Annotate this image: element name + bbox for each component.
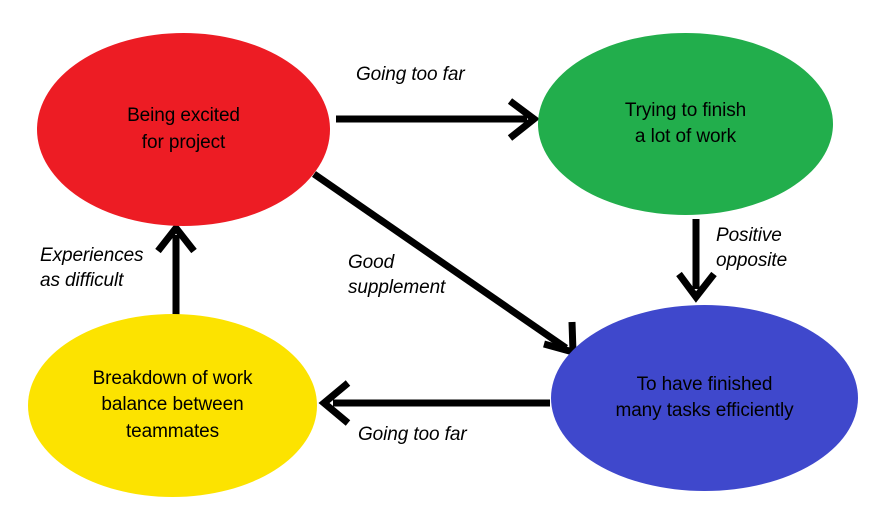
node-label-red: Being excited for project <box>127 105 240 153</box>
arrow-red-to-green <box>336 98 540 141</box>
node-breakdown-of-work[interactable]: Breakdown of work balance between teamma… <box>28 314 317 497</box>
edge-label-green-to-blue: Positive opposite <box>716 225 788 272</box>
edge-label-yellow-to-red: Experiences as difficult <box>40 245 144 292</box>
node-to-have-finished[interactable]: To have finished many tasks efficiently <box>551 305 858 491</box>
arrow-green-to-blue <box>676 219 717 303</box>
node-label-green: Trying to finish a lot of work <box>624 99 747 147</box>
edge-label-blue-to-yellow: Going too far <box>358 424 467 445</box>
node-being-excited[interactable]: Being excited for project <box>37 33 330 226</box>
node-trying-to-finish[interactable]: Trying to finish a lot of work <box>538 33 833 215</box>
edge-label-red-to-green: Going too far <box>356 64 465 85</box>
arrow-yellow-to-red <box>155 222 197 316</box>
edge-label-red-to-blue: Good supplement <box>348 252 446 299</box>
arrow-blue-to-yellow <box>318 380 550 426</box>
node-label-blue: To have finished many tasks efficiently <box>615 373 794 421</box>
node-label-yellow: Breakdown of work balance between teamma… <box>92 368 253 442</box>
